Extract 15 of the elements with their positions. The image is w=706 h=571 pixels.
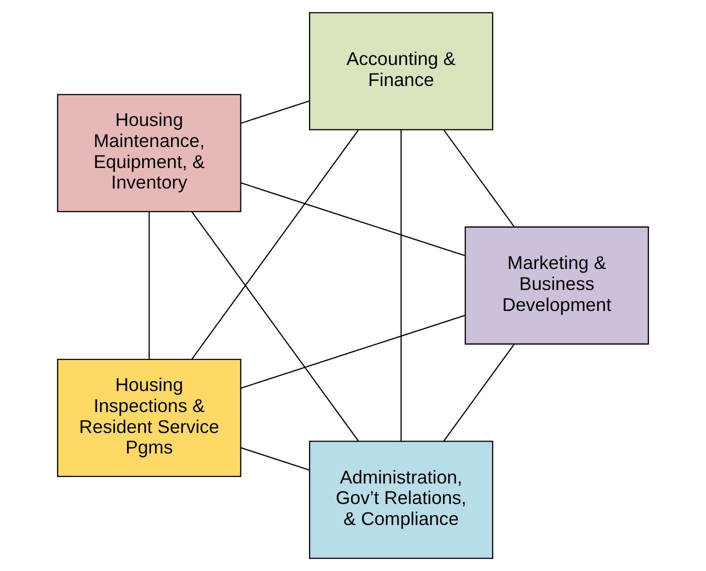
connector xyxy=(240,447,310,471)
node-box: Marketing & Business Development xyxy=(464,226,649,345)
connector xyxy=(240,182,465,256)
node-box: Housing Inspections & Resident Service Pgms xyxy=(57,358,242,478)
connector xyxy=(443,344,515,442)
node-box: Administration, Gov’t Relations, & Compliance xyxy=(309,440,494,559)
connector xyxy=(240,314,465,389)
connector xyxy=(191,130,359,360)
connector xyxy=(191,211,359,442)
connector xyxy=(443,130,515,228)
connector xyxy=(240,100,310,124)
connector xyxy=(148,212,150,360)
node-box: Housing Maintenance, Equipment, & Inventory xyxy=(57,94,242,212)
node-box: Accounting & Finance xyxy=(309,12,494,130)
connector xyxy=(400,130,402,442)
